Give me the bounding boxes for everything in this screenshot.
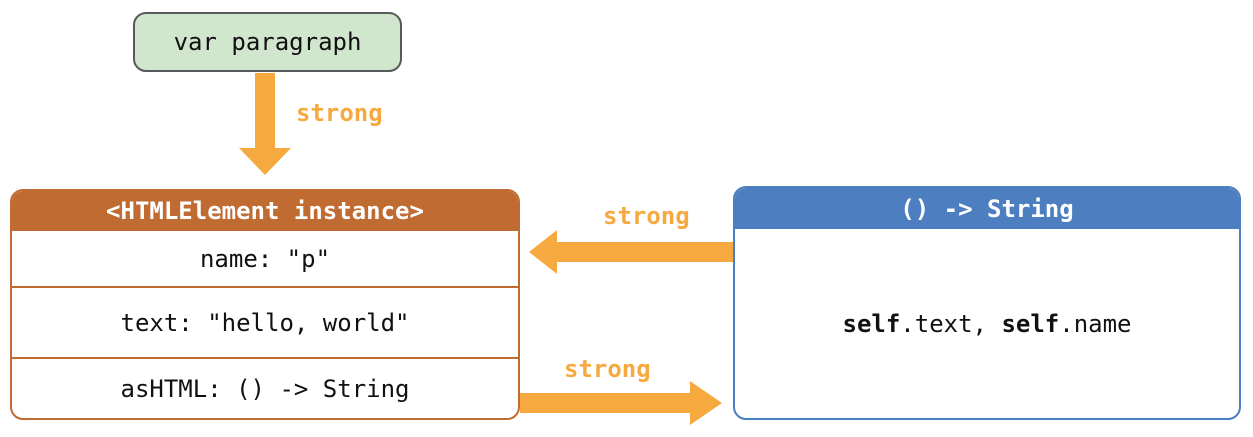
closure-box-header: () -> String xyxy=(735,188,1239,229)
strong-label-instance-to-closure: strong xyxy=(564,355,651,383)
closure-box: () -> String self.text, self.name xyxy=(733,186,1241,420)
html-element-instance-box: <HTMLElement instance> name: "p" text: "… xyxy=(10,189,520,420)
arrow-right-instance-to-closure xyxy=(520,381,722,425)
instance-property-row-name: name: "p" xyxy=(199,244,331,273)
arrow-down-var-to-instance xyxy=(239,73,291,175)
instance-property-row-ashtml: asHTML: () -> String xyxy=(12,357,518,418)
strong-label-closure-to-instance: strong xyxy=(603,202,690,230)
instance-property-row-text: text: "hello, world" xyxy=(12,286,518,357)
strong-label-var-to-instance: strong xyxy=(296,99,383,127)
closure-capture-list: self.text, self.name xyxy=(842,309,1132,338)
variable-label: var paragraph xyxy=(173,28,362,56)
arrow-left-closure-to-instance xyxy=(529,230,733,274)
instance-box-header: <HTMLElement instance> xyxy=(12,191,518,231)
variable-box: var paragraph xyxy=(133,12,402,72)
